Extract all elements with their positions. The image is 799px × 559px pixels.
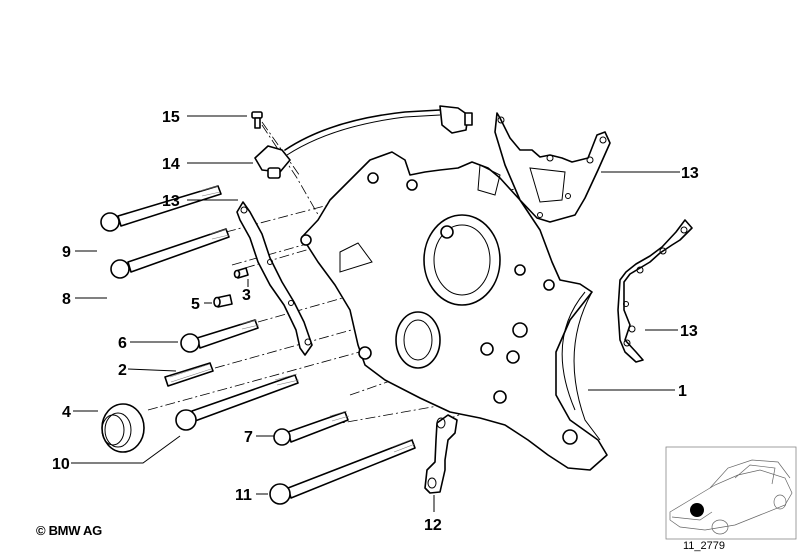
part-4-shaft-seal[interactable]	[101, 403, 145, 453]
callout-labels: 15 14 13 13 13 9 8 3 5 6 2 4 10 7 11 12 …	[52, 109, 699, 534]
callout-3[interactable]: 3	[242, 287, 251, 304]
part-7-bolt[interactable]	[273, 410, 350, 446]
callout-8[interactable]: 8	[62, 291, 71, 308]
callout-12[interactable]: 12	[424, 517, 442, 534]
callout-6[interactable]: 6	[118, 335, 127, 352]
part-6-bolt[interactable]	[180, 319, 260, 353]
copyright-notice: © BMW AG	[36, 523, 102, 538]
leader-lines	[71, 115, 680, 512]
part-13-gasket-left[interactable]	[236, 201, 313, 356]
part-5-dowel[interactable]	[213, 294, 233, 308]
callout-15[interactable]: 15	[162, 109, 180, 126]
part-3-dowel[interactable]	[233, 267, 249, 279]
part-15-bolt[interactable]	[251, 111, 263, 129]
part-12-bracket[interactable]	[424, 414, 458, 494]
location-marker-icon	[690, 503, 704, 517]
part-1-timing-case[interactable]	[300, 151, 608, 471]
callout-10[interactable]: 10	[52, 456, 70, 473]
callout-2[interactable]: 2	[118, 362, 127, 379]
callout-11[interactable]: 11	[235, 487, 252, 504]
vehicle-locator-thumbnail	[665, 446, 797, 540]
part-8-bolt[interactable]	[110, 228, 230, 279]
part-13-gasket-right[interactable]	[617, 219, 693, 363]
diagram-code: 11_2779	[683, 540, 726, 552]
callout-13-right[interactable]: 13	[680, 323, 698, 340]
callout-14[interactable]: 14	[162, 156, 180, 173]
callout-1[interactable]: 1	[678, 383, 687, 400]
callout-4[interactable]: 4	[62, 404, 71, 421]
part-9-bolt[interactable]	[100, 185, 222, 232]
callout-9[interactable]: 9	[62, 244, 71, 261]
callout-5[interactable]: 5	[191, 296, 200, 313]
callout-13-upper-right[interactable]: 13	[681, 165, 699, 182]
part-14-pulse-sensor[interactable]	[254, 105, 473, 179]
part-11-bolt[interactable]	[269, 438, 416, 505]
callout-7[interactable]: 7	[244, 429, 253, 446]
callout-13-left[interactable]: 13	[162, 193, 180, 210]
part-13-gasket-upper-right[interactable]	[494, 112, 611, 223]
part-2-stud[interactable]	[164, 362, 214, 387]
part-10-bolt[interactable]	[175, 373, 300, 431]
